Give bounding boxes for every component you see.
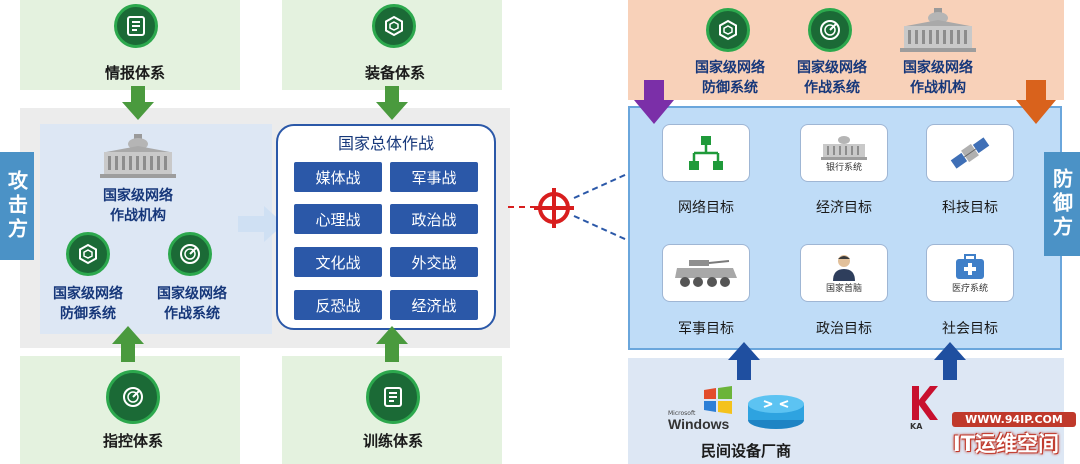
government-building-icon — [98, 132, 178, 182]
watermark-brand: IT运维空间 — [952, 432, 1060, 456]
target-card-economic: 银行系统 — [800, 124, 888, 182]
vendor-arrow-up-2 — [932, 342, 968, 384]
warfare-economic: 经济战 — [390, 290, 478, 320]
defender-defense-system-label: 国家级网络 防御系统 — [695, 60, 765, 96]
warfare-political: 政治战 — [390, 204, 478, 234]
shield-cube-icon — [66, 232, 110, 276]
target-label-technology: 科技目标 — [942, 200, 998, 216]
equipment-system-icon — [372, 4, 416, 48]
command-arrow-up — [110, 326, 146, 366]
target-label-political: 政治目标 — [816, 321, 872, 337]
purple-arrow-down — [632, 80, 676, 130]
target-card-network — [662, 124, 750, 182]
armored-vehicle-icon — [675, 260, 737, 287]
command-system-label: 指控体系 — [102, 432, 163, 450]
warfare-cultural: 文化战 — [294, 247, 382, 277]
defender-side-label: 防御方 — [1044, 152, 1080, 256]
vendor-panel — [628, 358, 1064, 464]
target-card-technology — [926, 124, 1014, 182]
defender-building-icon — [898, 6, 978, 56]
target-label-military: 军事目标 — [678, 321, 734, 337]
windows-flag-icon — [704, 386, 732, 414]
watermark-url: WWW.94IP.COM — [952, 412, 1076, 427]
vendor-arrow-up-1 — [726, 342, 762, 384]
warfare-military: 军事战 — [390, 162, 478, 192]
command-radar-icon — [106, 370, 160, 424]
head-of-state-text: 国家首脑 — [825, 283, 862, 294]
target-card-political: 国家首脑 — [800, 244, 888, 302]
defender-national-org-label: 国家级网络 作战机构 — [903, 60, 973, 96]
warfare-counterterrorism: 反恐战 — [294, 290, 382, 320]
bank-system-text: 银行系统 — [825, 162, 862, 173]
overall-warfare-title: 国家总体作战 — [337, 134, 434, 153]
flow-arrow-right — [238, 204, 286, 248]
combat-system-label: 国家级网络 作战系统 — [157, 286, 227, 322]
medical-kit-icon — [956, 253, 984, 279]
intel-arrow-down — [120, 86, 156, 126]
network-topology-icon — [689, 136, 723, 170]
warfare-diplomatic: 外交战 — [390, 247, 478, 277]
defender-radar-icon — [808, 8, 852, 52]
defense-system-label: 国家级网络 防御系统 — [53, 286, 123, 322]
national-org-label: 国家级网络 作战机构 — [103, 188, 173, 224]
equipment-arrow-down — [374, 86, 410, 126]
warfare-media: 媒体战 — [294, 162, 382, 192]
target-card-military — [662, 244, 750, 302]
bank-icon — [821, 135, 867, 160]
target-label-network: 网络目标 — [678, 200, 734, 216]
kaspersky-k-icon — [912, 386, 938, 420]
windows-text: Windows — [668, 416, 730, 432]
defender-shield-cube-icon — [706, 8, 750, 52]
crosshair-target-icon — [532, 186, 576, 234]
medical-system-text: 医疗系统 — [951, 283, 988, 294]
target-card-social: 医疗系统 — [926, 244, 1014, 302]
target-label-economic: 经济目标 — [816, 200, 872, 216]
training-arrow-up — [374, 326, 410, 366]
radar-icon — [168, 232, 212, 276]
target-label-social: 社会目标 — [942, 321, 998, 337]
orange-arrow-down — [1014, 80, 1058, 130]
windows-logo: Microsoft Windows — [668, 386, 738, 432]
satellite-icon — [950, 137, 990, 169]
training-checklist-icon — [366, 370, 420, 424]
kaspersky-logo: KA — [910, 384, 950, 434]
training-system-label: 训练体系 — [362, 432, 423, 450]
equipment-system-label: 装备体系 — [364, 64, 425, 82]
warfare-psychological: 心理战 — [294, 204, 382, 234]
attack-dashed-line — [508, 206, 536, 208]
vendors-label: 民间设备厂商 — [700, 442, 791, 460]
attacker-side-label: 攻击方 — [0, 152, 34, 260]
router-icon — [746, 392, 806, 434]
intel-system-icon — [114, 4, 158, 48]
intel-system-label: 情报体系 — [104, 64, 165, 82]
person-icon — [833, 254, 855, 281]
kaspersky-text: KA — [910, 422, 923, 431]
windows-small-text: Microsoft — [668, 410, 696, 417]
defender-combat-system-label: 国家级网络 作战系统 — [797, 60, 867, 96]
